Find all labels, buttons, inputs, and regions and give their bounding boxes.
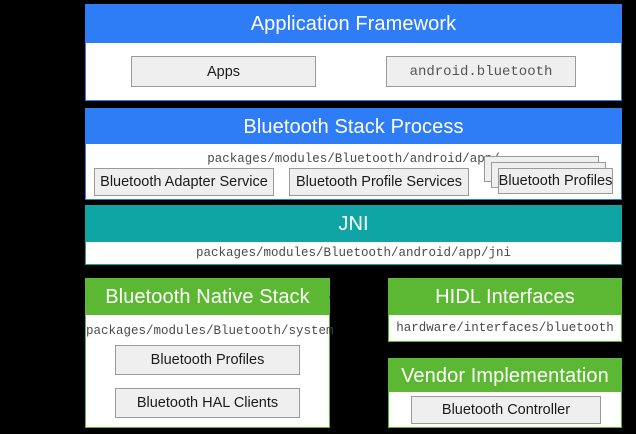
node-bluetooth-adapter-service[interactable]: Bluetooth Adapter Service [94, 168, 274, 196]
bluetooth-native-stack-body: packages/modules/Bluetooth/system Blueto… [86, 315, 334, 427]
node-bluetooth-hal-clients[interactable]: Bluetooth HAL Clients [115, 388, 300, 418]
layer-vendor-implementation: Vendor Implementation Bluetooth Controll… [388, 358, 622, 428]
vendor-implementation-body: Bluetooth Controller [389, 392, 621, 427]
layer-bluetooth-stack-process: Bluetooth Stack Process packages/modules… [85, 108, 622, 200]
layer-application-framework: Application Framework Apps android.bluet… [85, 4, 622, 101]
node-bluetooth-profiles-stack[interactable]: Bluetooth Profiles [484, 156, 615, 198]
hidl-interfaces-path: hardware/interfaces/bluetooth [396, 320, 614, 335]
bluetooth-stack-process-body: packages/modules/Bluetooth/android/app/ … [86, 144, 621, 199]
bluetooth-profiles-sheet-front[interactable]: Bluetooth Profiles [498, 168, 613, 194]
application-framework-body: Apps android.bluetooth [86, 43, 621, 100]
application-framework-header: Application Framework [86, 5, 621, 43]
jni-path: packages/modules/Bluetooth/android/app/j… [195, 245, 512, 260]
hidl-interfaces-body: hardware/interfaces/bluetooth [389, 315, 621, 341]
layer-hidl-interfaces: HIDL Interfaces hardware/interfaces/blue… [388, 278, 622, 342]
node-apps[interactable]: Apps [131, 56, 316, 87]
bluetooth-stack-process-path: packages/modules/Bluetooth/android/app/ [207, 152, 500, 166]
connector-arrow-right [381, 292, 389, 302]
jni-body: packages/modules/Bluetooth/android/app/j… [86, 242, 621, 264]
node-bluetooth-profile-services[interactable]: Bluetooth Profile Services [289, 168, 469, 196]
connector-arrow-left [329, 292, 337, 302]
hidl-interfaces-header: HIDL Interfaces [389, 279, 621, 315]
layer-jni: JNI packages/modules/Bluetooth/android/a… [85, 205, 622, 265]
node-android-bluetooth[interactable]: android.bluetooth [386, 56, 576, 87]
bluetooth-stack-process-header: Bluetooth Stack Process [86, 109, 621, 144]
layer-bluetooth-native-stack: Bluetooth Native Stack packages/modules/… [85, 278, 334, 428]
node-bluetooth-controller[interactable]: Bluetooth Controller [411, 396, 601, 424]
vendor-implementation-header: Vendor Implementation [389, 359, 621, 392]
bluetooth-native-stack-path: packages/modules/Bluetooth/system [86, 324, 334, 338]
bluetooth-native-stack-header: Bluetooth Native Stack [86, 279, 329, 315]
jni-header: JNI [86, 206, 621, 242]
connector-native-stack-to-hidl [329, 290, 389, 304]
connector-line [330, 296, 388, 298]
node-bluetooth-profiles-native[interactable]: Bluetooth Profiles [115, 345, 300, 375]
